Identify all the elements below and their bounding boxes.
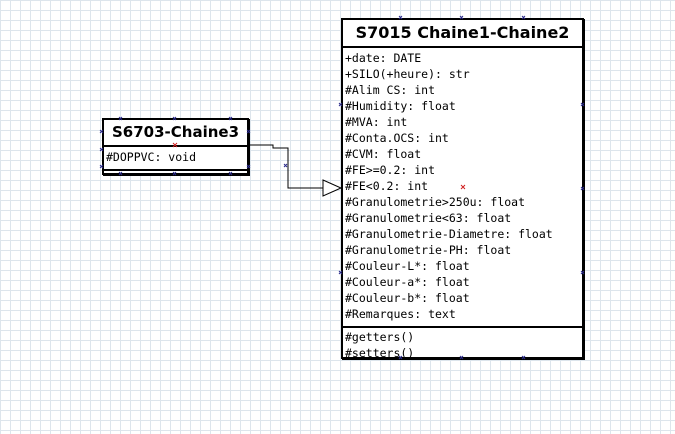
attribute-row: +SILO(+heure): str <box>345 67 470 81</box>
method-row: #getters() <box>345 330 415 344</box>
attribute-row: #Couleur-L*: float <box>345 259 470 273</box>
anchor-x-icon <box>283 163 288 168</box>
class-title: S6703-Chaine3 <box>104 120 247 147</box>
attribute-row: #Humidity: float <box>345 99 456 113</box>
attribute-row: +date: DATE <box>345 51 422 65</box>
attributes-section: #DOPPVC: void <box>104 147 247 171</box>
method-row: #setters() <box>345 346 415 360</box>
uml-class-s7015-chaine1-chaine2[interactable]: S7015 Chaine1-Chaine2 +date: DATE +SILO(… <box>341 18 584 361</box>
attributes-section: +date: DATE +SILO(+heure): str #Alim CS:… <box>343 48 582 328</box>
attribute-row: #Couleur-a*: float <box>345 275 470 289</box>
attribute-row: #Couleur-b*: float <box>345 291 470 305</box>
attribute-row: #FE>=0.2: int <box>345 163 436 177</box>
attribute-row: #Granulometrie<63: float <box>345 211 512 225</box>
generalization-connector[interactable] <box>249 144 343 197</box>
attribute-row: #Granulometrie>250u: float <box>345 195 526 209</box>
uml-class-s6703-chaine3[interactable]: S6703-Chaine3 #DOPPVC: void <box>102 118 249 175</box>
connector-line[interactable] <box>249 144 323 189</box>
attribute-row: #Granulometrie-Diametre: float <box>345 227 553 241</box>
generalization-arrowhead <box>322 179 343 197</box>
attribute-row: #DOPPVC: void <box>106 150 197 164</box>
attribute-row: #FE<0.2: int <box>345 179 429 193</box>
attribute-row: #MVA: int <box>345 115 408 129</box>
attribute-row: #Granulometrie-PH: float <box>345 243 512 257</box>
attribute-row: #Conta.OCS: int <box>345 131 449 145</box>
methods-section: #getters() #setters() <box>343 328 582 361</box>
class-title: S7015 Chaine1-Chaine2 <box>343 20 582 48</box>
attribute-row: #Remarques: text <box>345 307 456 321</box>
attribute-row: #CVM: float <box>345 147 422 161</box>
attribute-row: #Alim CS: int <box>345 83 436 97</box>
